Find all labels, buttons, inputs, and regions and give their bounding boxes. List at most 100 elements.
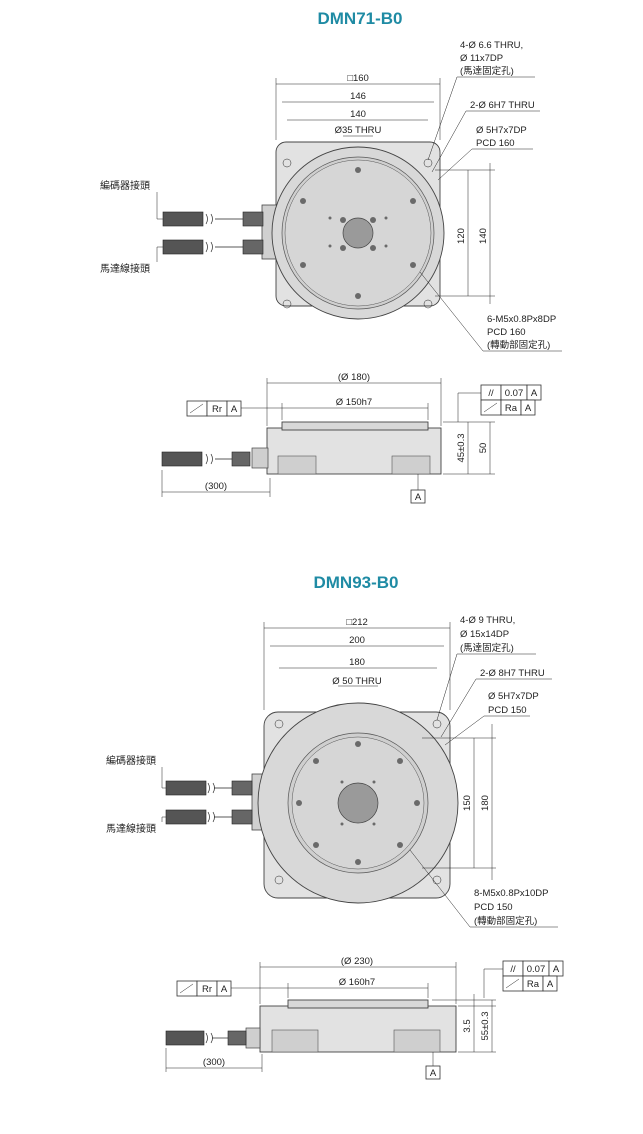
svg-text:PCD 150: PCD 150 [488,705,527,716]
encoder-label: 編碼器接頭 [106,754,156,767]
cables [165,780,253,825]
encoder-connector [165,780,207,796]
svg-text:Ra: Ra [505,403,518,414]
dim-side-h1: 3.5 [462,1019,473,1032]
svg-text:0.07: 0.07 [505,388,524,399]
dim-cable: (300) [203,1057,225,1068]
side-face [281,421,429,431]
inner-hole [370,217,376,223]
svg-text:(馬達固定孔): (馬達固定孔) [460,65,514,77]
pin-hole [384,244,388,248]
top-view: 編碼器接頭 馬達線接頭 □160 146 140 Ø35 THRU 120 14… [100,40,562,352]
side-face [287,999,429,1009]
fcf-runout: Rr A [176,980,288,997]
note-dowel: Ø 5H7x7DP PCD 150 [444,691,539,746]
side-view: (Ø 230) Ø 160h7 3.5 55±0.3 (300) A [165,956,564,1080]
mount-hole [313,842,319,848]
svg-text:Ra: Ra [527,979,540,990]
svg-text:2-Ø 6H7 THRU: 2-Ø 6H7 THRU [470,100,535,111]
mount-hole [410,198,416,204]
svg-text:A: A [553,964,560,975]
svg-text:PCD 150: PCD 150 [474,902,513,913]
note-rotor-holes: 8-M5x0.8Px10DP PCD 150 (轉動部固定孔) [409,849,558,928]
svg-text://: // [488,388,494,399]
pin-hole [340,822,344,826]
corner-hole [282,299,292,309]
corner-hole [423,299,433,309]
note-pin-holes: 2-Ø 8H7 THRU [440,668,552,738]
svg-text:Ø 5H7x7DP: Ø 5H7x7DP [476,125,527,136]
cables [162,211,264,255]
dim-side-dia: (Ø 180) [338,372,370,383]
svg-text:Rr: Rr [212,404,222,415]
svg-text:A: A [415,492,422,503]
motor-connector [162,239,204,255]
corner-hole [282,158,292,168]
mount-hole [410,262,416,268]
pin-hole [340,780,344,784]
dim-v1: 150 [462,795,473,811]
datum-box [410,489,426,504]
svg-text:4-Ø 6.6 THRU,: 4-Ø 6.6 THRU, [460,40,523,51]
note-motor-holes: 4-Ø 9 THRU, Ø 15x14DP (馬達固定孔) [436,615,536,721]
dim-outer: 200 [349,635,365,646]
dim-v1: 120 [456,228,467,244]
inner-hole [340,245,346,251]
dim-side-h2: 55±0.3 [480,1012,491,1041]
side-connector [165,1030,205,1046]
dim-thru: Ø35 THRU [335,125,382,136]
model-title: DMN93-B0 [313,573,398,592]
svg-text:A: A [547,979,554,990]
inner-hole [370,245,376,251]
inner-hole [340,217,346,223]
svg-text:Ø 5H7x7DP: Ø 5H7x7DP [488,691,539,702]
pin-hole [372,780,376,784]
dim-v2: 140 [478,228,489,244]
dim-side-face: Ø 160h7 [339,977,375,988]
dim-bolt: 180 [349,657,365,668]
svg-text:A: A [231,404,238,415]
corner-hole [423,158,433,168]
svg-text:6-M5x0.8Px8DP: 6-M5x0.8Px8DP [487,314,556,325]
model-title: DMN71-B0 [317,9,402,28]
note-pin-holes: 2-Ø 6H7 THRU [431,100,540,173]
datum-box [425,1065,441,1080]
svg-text:4-Ø 9 THRU,: 4-Ø 9 THRU, [460,615,515,626]
note-dowel: Ø 5H7x7DP PCD 160 [437,125,533,181]
svg-text:PCD 160: PCD 160 [487,327,526,338]
svg-text:Ø 15x14DP: Ø 15x14DP [460,629,509,640]
mount-hole [355,293,361,299]
mount-hole [300,262,306,268]
fcf-parallel: // 0.07 A Ra A [457,384,542,422]
svg-text:A: A [221,984,228,995]
fcf-runout: Rr A [186,400,282,417]
dim-v2: 180 [480,795,491,811]
mount-hole [313,758,319,764]
center-thru-hole [337,782,379,824]
mount-hole [300,198,306,204]
svg-text:Rr: Rr [202,984,212,995]
dim-side-face: Ø 150h7 [336,397,372,408]
side-view: (Ø 180) Ø 150h7 45±0.3 50 (300) A [161,372,542,504]
svg-text:A: A [531,388,538,399]
dim-side-dia: (Ø 230) [341,956,373,967]
mount-hole [397,842,403,848]
encoder-label: 編碼器接頭 [100,179,150,192]
svg-text:2-Ø 8H7 THRU: 2-Ø 8H7 THRU [480,668,545,679]
top-view: 編碼器接頭 馬達線接頭 □212 200 180 Ø 50 THRU 150 1… [106,615,558,928]
pin-hole [328,216,332,220]
fcf-parallel: // 0.07 A Ra A [483,960,564,998]
motor-label: 馬達線接頭 [100,262,150,275]
svg-text:PCD 160: PCD 160 [476,138,515,149]
corner-hole [432,875,442,885]
svg-text:0.07: 0.07 [527,964,546,975]
svg-text:Ø 11x7DP: Ø 11x7DP [460,53,503,64]
note-motor-holes: 4-Ø 6.6 THRU, Ø 11x7DP (馬達固定孔) [427,40,535,161]
motor-connector [165,809,207,825]
dim-thru: Ø 50 THRU [332,676,382,687]
dim-square: □212 [346,617,368,628]
pin-hole [384,216,388,220]
corner-hole [274,719,284,729]
model-dmn71: DMN71-B0 [100,9,562,504]
